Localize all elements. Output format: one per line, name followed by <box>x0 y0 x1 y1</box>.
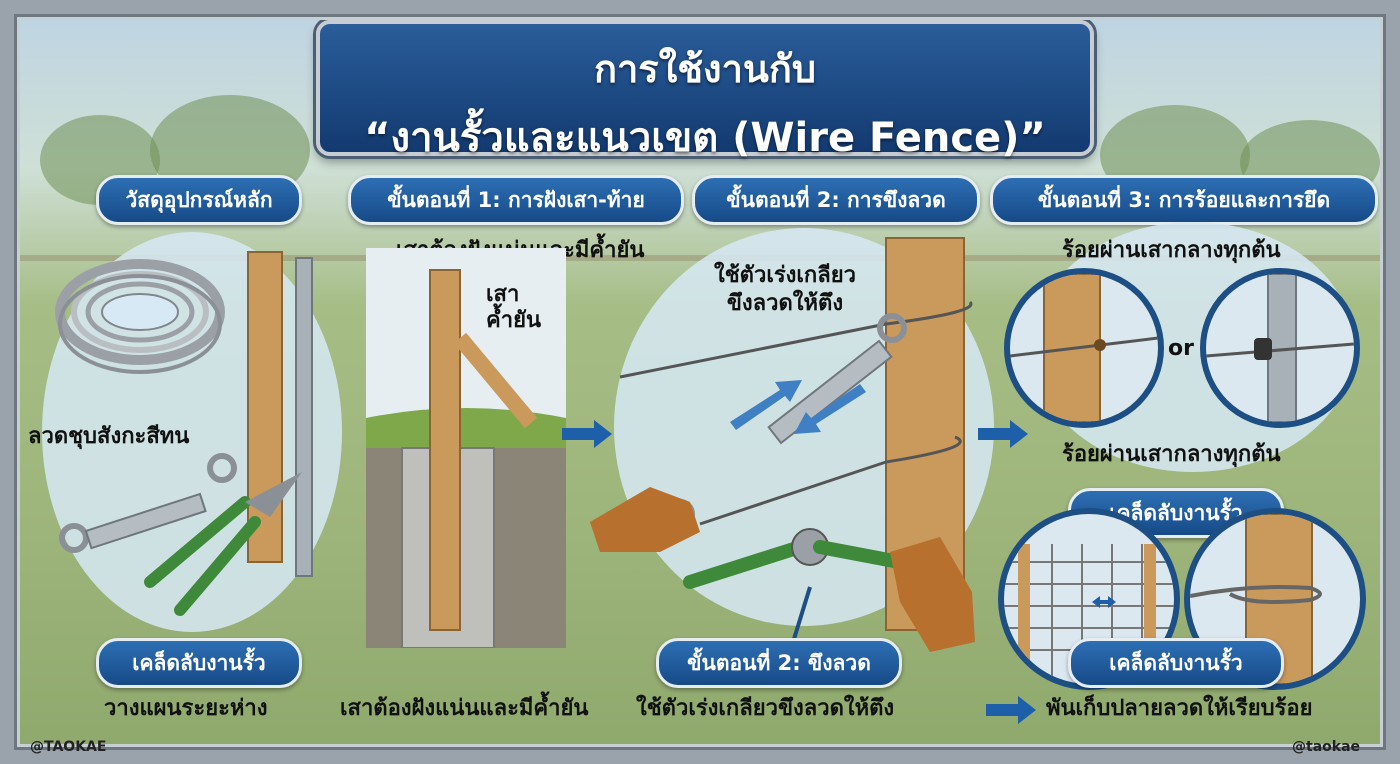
arrow-right-icon <box>562 420 612 448</box>
buried-post-icon <box>429 269 461 631</box>
brace-icon <box>453 332 538 429</box>
wire-icon <box>619 322 887 379</box>
brace-label-line2: ค้ำยัน <box>486 308 541 333</box>
step2-illustration <box>590 237 975 653</box>
glove-right-icon <box>890 537 975 652</box>
step1-illustration <box>366 248 566 648</box>
steel-post-icon <box>295 257 313 577</box>
step3-header: ขั้นตอนที่ 3: การร้อยและการยึด <box>990 175 1378 225</box>
title-banner: การใช้งานกับ “งานรั้วและแนวเขต (Wire Fen… <box>316 20 1094 161</box>
background-fence <box>0 255 1400 301</box>
step2-header: ขั้นตอนที่ 2: การขึงลวด <box>692 175 980 225</box>
step2-bottom-header: ขั้นตอนที่ 2: ขึงลวด <box>656 638 902 688</box>
pliers-icon <box>144 472 302 616</box>
materials-header: วัสดุอุปกรณ์หลัก <box>96 175 302 225</box>
step1-bottom-text: เสาต้องฝังแน่นและมีค้ำยัน <box>340 696 589 721</box>
wire-label: ลวดชุบสังกะสีทน <box>28 424 190 449</box>
arrow-right-icon <box>986 696 1036 724</box>
step3-tip-header-bottom: เคล็ดลับงานรั้ว <box>1068 638 1284 688</box>
watermark-right: @taokae <box>1292 739 1361 755</box>
step3-middle-text: ร้อยผ่านเสากลางทุกต้น <box>1062 442 1281 467</box>
step2-callout-line1: ใช้ตัวเร่งเกลียว <box>714 263 856 288</box>
glove-left-icon <box>590 487 700 552</box>
step2-callout: ใช้ตัวเร่งเกลียว ขึงลวดให้ตึง <box>714 262 856 318</box>
turnbuckle-icon <box>59 453 237 553</box>
step1-header: ขั้นตอนที่ 1: การฝังเสา-ท้าย <box>348 175 684 225</box>
wire-stretcher-icon <box>683 528 917 589</box>
step3-bottom-text: พันเก็บปลายลวดให้เรียบร้อย <box>1046 696 1313 721</box>
wood-post-icon <box>247 251 283 563</box>
watermark-left: @TAOKAE <box>30 739 107 755</box>
title-line-1: การใช้งานกับ <box>593 47 817 91</box>
step2-bottom-text: ใช้ตัวเร่งเกลียวขึงลวดให้ตึง <box>636 696 895 721</box>
wire-coil-icon <box>55 259 225 374</box>
step3-top-text: ร้อยผ่านเสากลางทุกต้น <box>1062 238 1281 263</box>
materials-tip-header: เคล็ดลับงานรั้ว <box>96 638 302 688</box>
materials-illustration <box>55 251 313 616</box>
grass-icon <box>366 408 566 448</box>
or-text: or <box>1168 336 1194 361</box>
brace-label-line1: เสา <box>486 282 520 307</box>
wood-post-thread-circle <box>1004 268 1164 428</box>
arrow-right-icon <box>978 420 1028 448</box>
title-line-2: “งานรั้วและแนวเขต (Wire Fence)” <box>364 115 1046 161</box>
step2-callout-line2: ขึงลวดให้ตึง <box>726 291 844 316</box>
brace-label: เสา ค้ำยัน <box>486 282 541 334</box>
turnbuckle-icon <box>665 313 907 529</box>
materials-tip-text: วางแผนระยะห่าง <box>104 696 268 721</box>
steel-post-clip-circle <box>1200 268 1360 428</box>
arrow-up-right-icon <box>730 380 802 430</box>
arrow-down-left-icon <box>794 384 866 434</box>
